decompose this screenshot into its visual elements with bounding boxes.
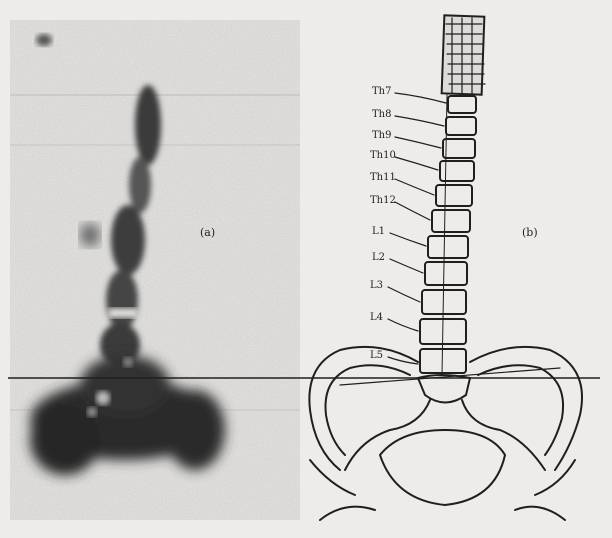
vertebra-label: Th8	[372, 109, 391, 120]
leader-lines	[388, 93, 446, 364]
vertebra-label: Th11	[370, 172, 396, 183]
tilt-line	[340, 368, 560, 385]
vertebra-stack	[420, 96, 476, 373]
vertebra-label: Th12	[370, 195, 396, 206]
vertebra-label: L2	[372, 252, 385, 263]
vertebra-label: L4	[370, 312, 383, 323]
vertebra-label: L1	[372, 226, 385, 237]
panel-b-label: (b)	[522, 226, 538, 239]
vertebra-label: L3	[370, 280, 383, 291]
panel-a-label: (a)	[200, 226, 215, 239]
sacrum	[418, 375, 470, 403]
vertebra-label: Th7	[372, 86, 391, 97]
vertebra-label: Th10	[370, 150, 396, 161]
vertebra-label: L5	[370, 350, 383, 361]
vertebra-label: Th9	[372, 130, 391, 141]
upper-spine-hatched	[442, 15, 485, 94]
